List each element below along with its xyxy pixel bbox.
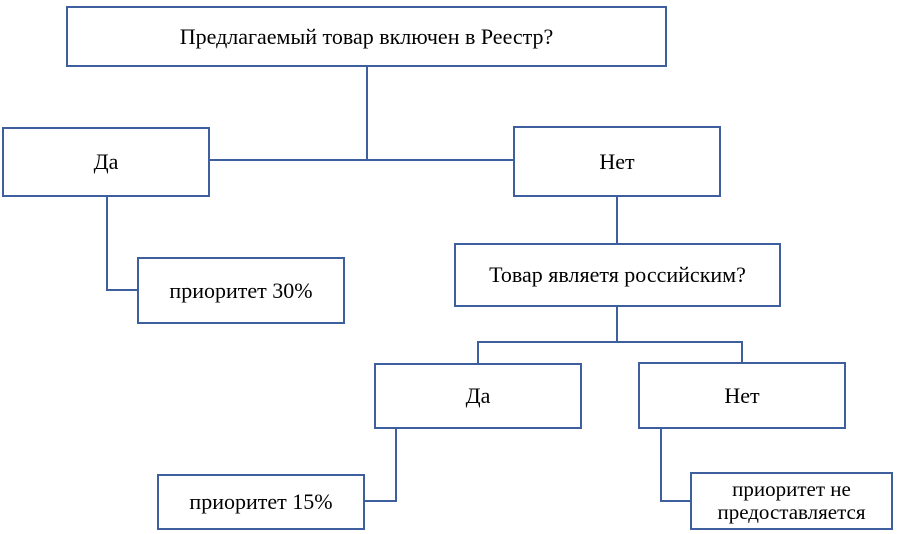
no-priority-text-line2: предоставляется — [717, 500, 866, 524]
answer-yes-registry-box: Да — [2, 127, 210, 197]
answer-yes-russian-text: Да — [465, 383, 491, 408]
no-priority-text-line1: приоритет не — [732, 477, 851, 501]
connector-question2-bar — [477, 341, 743, 363]
no-priority-text: приоритет не предоставляется — [717, 478, 865, 524]
question-in-registry-text: Предлагаемый товар включен в Реестр? — [179, 23, 554, 49]
question-russian-product-text: Товар являетя российским? — [489, 262, 746, 287]
question-russian-product-box: Товар являетя российским? — [454, 243, 781, 307]
answer-no-russian-text: Нет — [724, 382, 760, 408]
priority-15-box: приоритет 15% — [157, 474, 365, 530]
answer-no-russian-box: Нет — [638, 362, 846, 429]
priority-15-text: приоритет 15% — [189, 489, 333, 514]
connector-yes2-to-priority15 — [365, 429, 397, 502]
answer-no-registry-box: Нет — [513, 126, 721, 197]
connector-no2-to-nopriority — [660, 429, 690, 502]
no-priority-box: приоритет не предоставляется — [690, 472, 893, 530]
answer-yes-registry-text: Да — [93, 149, 119, 174]
connector-yes1-to-priority30 — [106, 197, 137, 291]
question-in-registry-box: Предлагаемый товар включен в Реестр? — [66, 6, 667, 67]
answer-no-registry-text: Нет — [599, 148, 635, 174]
priority-30-box: приоритет 30% — [137, 257, 345, 324]
answer-yes-russian-box: Да — [374, 363, 582, 429]
priority-30-text: приоритет 30% — [169, 277, 313, 303]
